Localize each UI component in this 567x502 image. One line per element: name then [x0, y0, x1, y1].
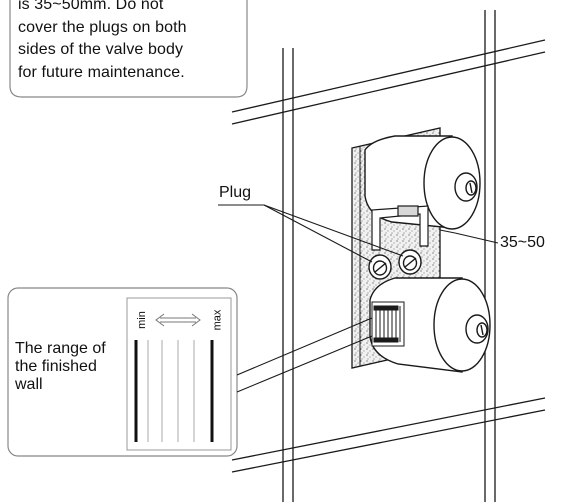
valve-bracket [371, 205, 429, 251]
note-line-3: sides of the valve body [18, 41, 184, 58]
maintenance-note: is 35~50mm. Do not cover the plugs on bo… [18, 0, 248, 84]
range-line-2: the finished [15, 358, 97, 375]
max-label: max [211, 309, 224, 331]
lower-knob [369, 277, 491, 373]
note-line-4: for future maintenance. [18, 63, 185, 81]
min-label: min [135, 311, 148, 329]
range-callout [7, 287, 373, 457]
note-line-2: cover the plugs on both [18, 18, 187, 36]
note-line-1: is 35~50mm. Do not [18, 0, 164, 13]
depth-leader [439, 229, 499, 244]
note-box [9, 0, 248, 98]
range-line-1: The range of [15, 340, 106, 357]
plug-leaders [218, 204, 404, 263]
plugs [368, 249, 422, 280]
range-line-3: wall [15, 376, 43, 393]
plug-label: Plug [219, 184, 252, 201]
wall-tile-grid [231, 10, 546, 502]
upper-cartridge [364, 135, 481, 230]
depth-label: 35~50 [500, 234, 545, 251]
range-caption: The range of the finished wall [15, 340, 106, 394]
